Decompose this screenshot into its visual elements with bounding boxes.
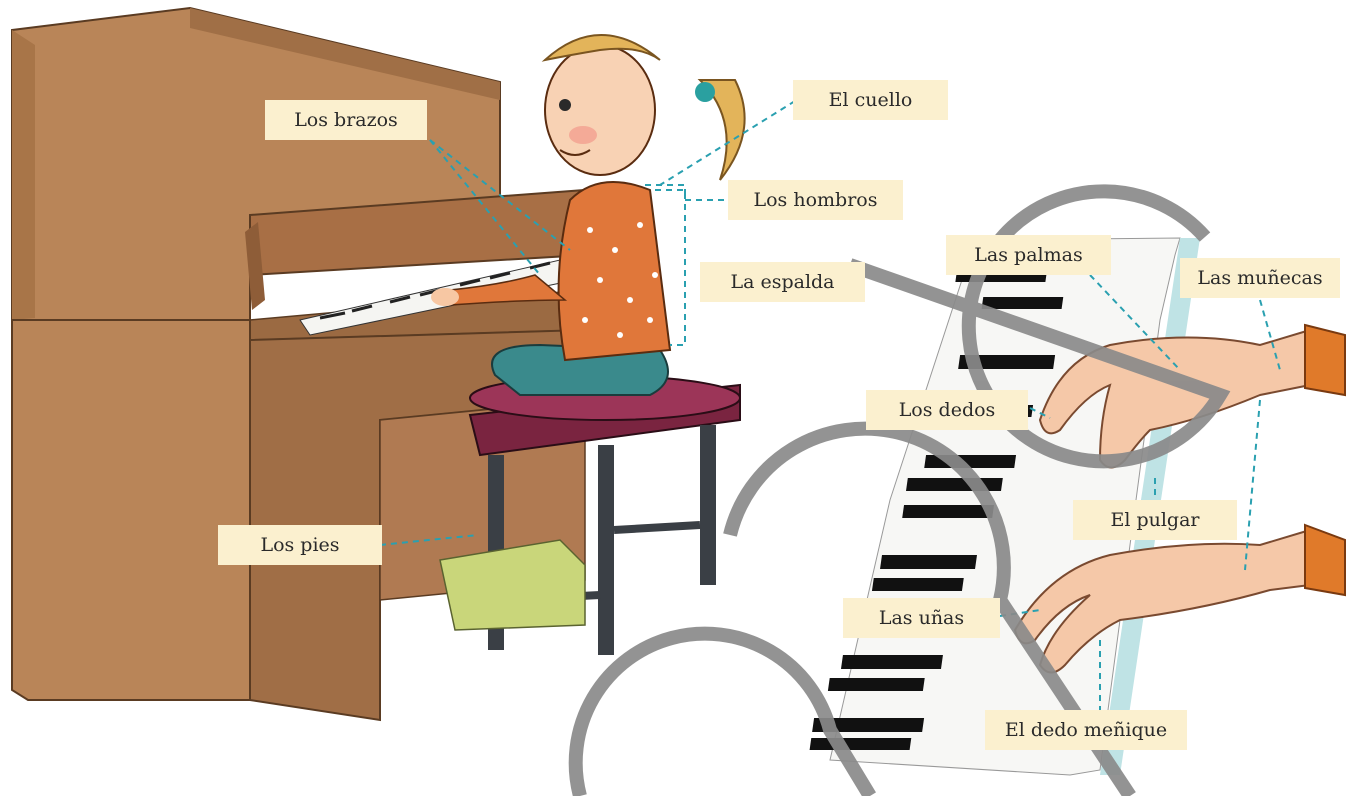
label-palms: Las palmas	[946, 235, 1111, 275]
label-shoulders: Los hombros	[728, 180, 903, 220]
label-arms: Los brazos	[265, 100, 427, 140]
label-wrists: Las muñecas	[1180, 258, 1340, 298]
watermark-overlay	[568, 184, 1231, 796]
label-little-finger: El dedo meñique	[985, 710, 1187, 750]
leader-lines	[379, 100, 1281, 710]
label-thumb: El pulgar	[1073, 500, 1237, 540]
label-nails: Las uñas	[843, 598, 1000, 638]
girl-figure	[431, 34, 746, 396]
upright-piano	[11, 6, 586, 722]
label-neck: El cuello	[793, 80, 948, 120]
label-fingers: Los dedos	[866, 390, 1028, 430]
label-back: La espalda	[700, 262, 865, 302]
label-feet: Los pies	[218, 525, 382, 565]
